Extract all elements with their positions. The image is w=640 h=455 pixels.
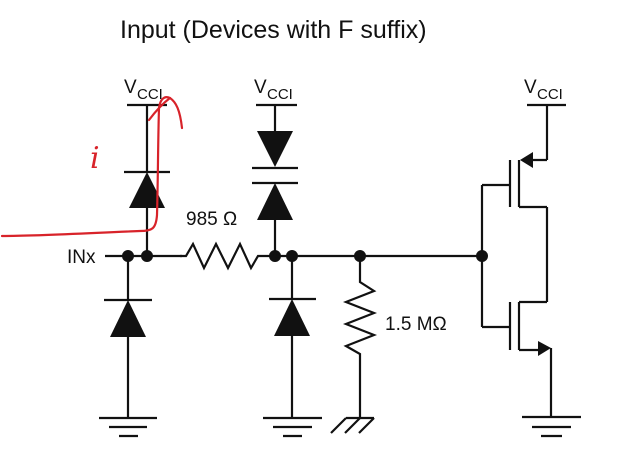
diode-triangle-down (257, 131, 293, 167)
current-symbol: i (90, 141, 100, 176)
current-path-annotation: i (0, 96, 184, 238)
diode-triangle-up (129, 172, 165, 208)
diagram-title: Input (Devices with F suffix) (120, 16, 427, 44)
pulldown-resistor-label: 1.5 MΩ (385, 314, 447, 335)
arrow-head (147, 96, 184, 130)
input-pin-label: INx (67, 247, 96, 268)
chassis-ground-icon (330, 416, 375, 434)
ground-icon (99, 416, 157, 438)
diode-triangle-up (274, 299, 310, 336)
svg-text:V: V (124, 77, 137, 98)
input-node: INx (67, 247, 182, 268)
diode-triangle-up (257, 183, 293, 220)
middle-lower-diode-branch (263, 256, 322, 438)
diode-triangle-up (110, 300, 146, 337)
arrow-icon (538, 341, 551, 356)
nmos-transistor (482, 300, 581, 438)
svg-text:CCI: CCI (137, 86, 163, 103)
vcci-label-right: V CCI (524, 77, 563, 103)
middle-upper-diode-pair (252, 103, 298, 256)
svg-text:CCI: CCI (267, 86, 293, 103)
pmos-transistor (482, 103, 566, 302)
cmos-inverter (476, 103, 581, 438)
series-resistor: 985 Ω (180, 209, 275, 271)
svg-text:CCI: CCI (537, 86, 563, 103)
ground-icon (522, 415, 581, 438)
series-resistor-label: 985 Ω (186, 209, 237, 230)
svg-text:V: V (524, 77, 537, 98)
vcci-label-middle: V CCI (254, 77, 293, 103)
arrow-icon (520, 152, 533, 168)
left-lower-diode-branch (99, 256, 157, 438)
ground-icon (263, 416, 322, 438)
junction-dot (141, 250, 153, 262)
svg-text:V: V (254, 77, 267, 98)
left-upper-diode-branch (124, 103, 170, 256)
pulldown-resistor: 1.5 MΩ (330, 250, 447, 434)
vcci-label-left: V CCI (124, 77, 163, 103)
